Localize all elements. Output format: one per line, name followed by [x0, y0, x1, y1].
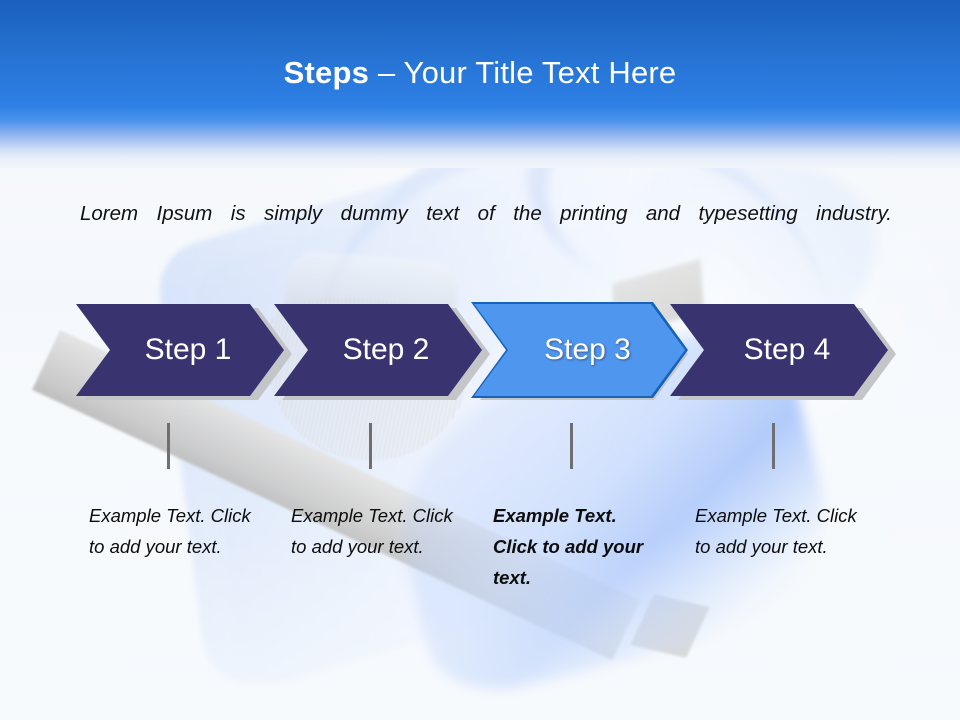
chevron-step-2[interactable]: Step 2	[274, 304, 482, 396]
caption-step-3[interactable]: Example Text. Click to add your text.	[493, 505, 644, 588]
page-title-strong: Steps	[283, 55, 370, 90]
caption-step-1[interactable]: Example Text. Click to add your text.	[89, 505, 251, 557]
chevron-step-1[interactable]: Step 1	[76, 304, 284, 396]
header-band	[0, 0, 960, 168]
page-title: Steps – Your Title Text Here	[0, 52, 960, 94]
background-blade-tip	[630, 594, 710, 658]
chevron-step-4[interactable]: Step 4	[670, 304, 888, 396]
chevron-step-1-label: Step 1	[144, 333, 232, 366]
caption-step-4[interactable]: Example Text. Click to add your text.	[695, 505, 857, 557]
connector-tick-4	[772, 423, 775, 469]
chevron-step-3[interactable]: Step 3	[474, 304, 685, 396]
connector-tick-3	[570, 423, 573, 469]
chevron-step-4-label: Step 4	[743, 333, 831, 366]
connector-tick-1	[167, 423, 170, 469]
chevron-step-3-label: Step 3	[544, 333, 631, 366]
process-chevron-band: Step 1 Step 2 Step 3 Step 4	[76, 304, 896, 396]
chevron-step-2-label: Step 2	[342, 333, 430, 366]
connector-tick-2	[369, 423, 372, 469]
intro-paragraph: Lorem Ipsum is simply dummy text of the …	[80, 202, 892, 225]
page-title-rest: – Your Title Text Here	[369, 55, 677, 90]
caption-step-2[interactable]: Example Text. Click to add your text.	[291, 505, 453, 557]
